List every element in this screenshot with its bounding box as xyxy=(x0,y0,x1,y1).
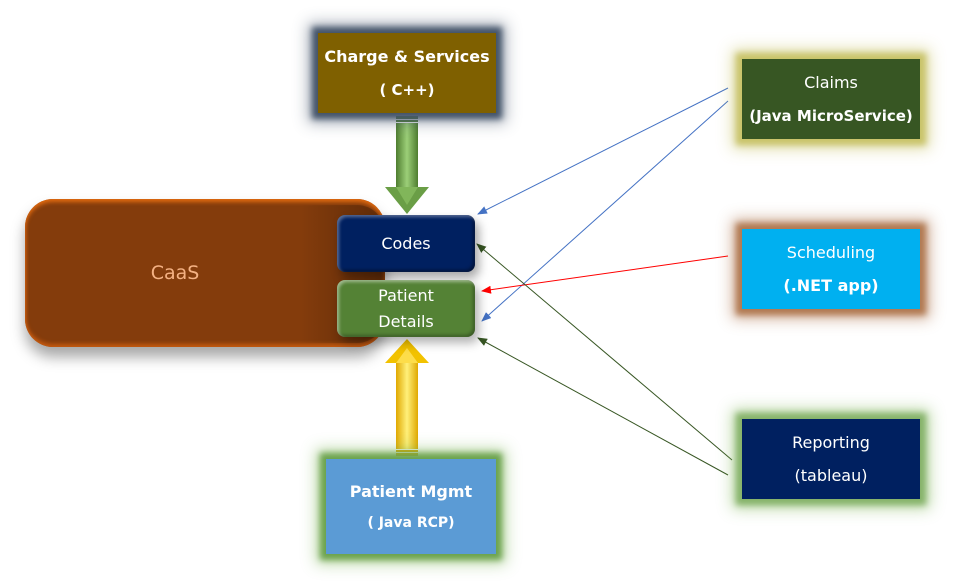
patient-mgmt-subtitle: ( Java RCP) xyxy=(367,514,455,531)
caas-label: CaaS xyxy=(150,262,200,284)
claims-node[interactable]: Claims (Java MicroService) xyxy=(742,59,920,139)
scheduling-node[interactable]: Scheduling (.NET app) xyxy=(742,229,920,309)
charge-services-title: Charge & Services xyxy=(324,47,490,67)
patient-mgmt-title: Patient Mgmt xyxy=(349,481,473,501)
connector-reporting-to-codes xyxy=(476,243,733,461)
caas-container xyxy=(25,199,385,347)
connector-reporting-to-patient-details xyxy=(477,337,729,476)
codes-node[interactable]: Codes xyxy=(337,215,475,272)
block-arrow-patient-mgmt-to-patient-details xyxy=(385,339,429,456)
claims-title: Claims xyxy=(804,73,858,93)
codes-label: Codes xyxy=(381,233,431,253)
connector-claims-to-codes xyxy=(477,87,729,215)
claims-subtitle: (Java MicroService) xyxy=(749,106,913,125)
patient-mgmt-node[interactable]: Patient Mgmt ( Java RCP) xyxy=(326,459,496,554)
charge-services-subtitle: ( C++) xyxy=(379,80,435,99)
block-arrow-charge-to-codes xyxy=(385,116,429,214)
scheduling-subtitle: (.NET app) xyxy=(783,276,879,295)
connector-claims-to-patient-details xyxy=(481,100,729,322)
patient-details-node[interactable]: Patient Details xyxy=(337,280,475,337)
reporting-node[interactable]: Reporting (tableau) xyxy=(742,419,920,499)
patient-details-line2: Details xyxy=(378,311,434,331)
reporting-title: Reporting xyxy=(792,432,870,452)
patient-details-line1: Patient xyxy=(378,285,434,305)
charge-services-node[interactable]: Charge & Services ( C++) xyxy=(318,33,496,113)
reporting-subtitle: (tableau) xyxy=(794,466,868,485)
scheduling-title: Scheduling xyxy=(786,242,876,262)
connector-scheduling-to-patient-details xyxy=(481,255,729,294)
